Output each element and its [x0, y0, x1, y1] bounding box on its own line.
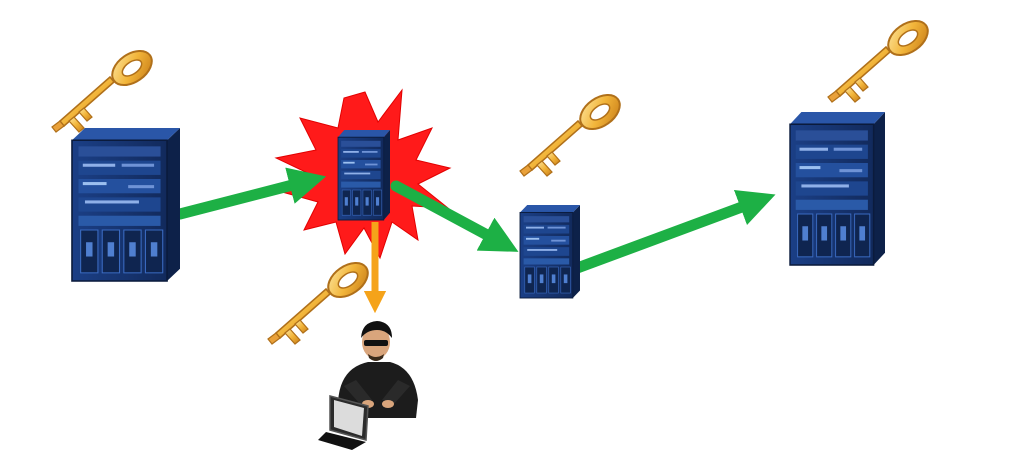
- traffic-arrow: [174, 167, 327, 220]
- chassis-router-icon: [337, 129, 391, 221]
- key-icon: [267, 254, 376, 345]
- key-icon: [827, 12, 936, 103]
- chassis-router-icon: [71, 127, 181, 282]
- key-icon: [519, 86, 628, 177]
- chassis-router-icon: [519, 204, 581, 299]
- traffic-arrow: [390, 180, 519, 252]
- traffic-arrow: [566, 189, 776, 276]
- hacker-with-laptop-icon: [318, 321, 418, 450]
- chassis-router-icon: [789, 111, 886, 266]
- key-icon: [51, 42, 160, 133]
